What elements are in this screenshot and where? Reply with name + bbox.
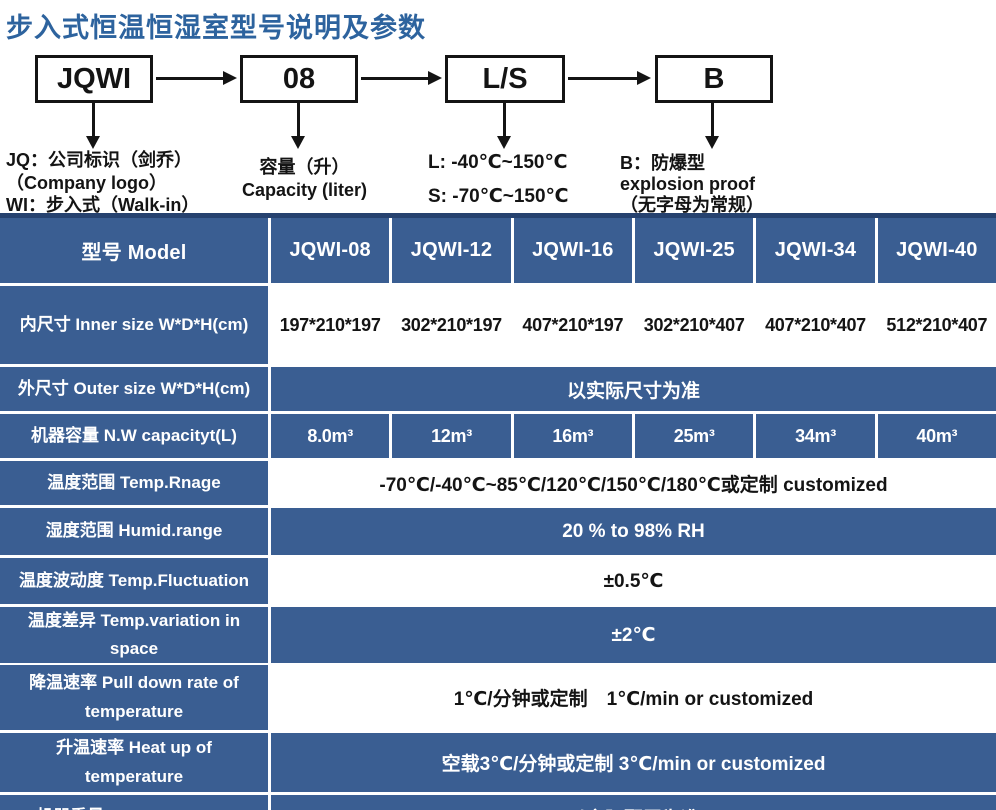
value-cell: 25m³	[635, 414, 754, 458]
note-line: （无字母为常规）	[620, 194, 764, 215]
page-title: 步入式恒温恒湿室型号说明及参数	[6, 13, 426, 43]
value-cell: 512*210*407	[877, 286, 996, 364]
row-label-cell: 温度差异 Temp.variation in space	[0, 607, 268, 664]
header-model-cell: JQWI-12	[392, 218, 511, 283]
flow-box-temp-code: L/S	[445, 55, 565, 103]
note-line: L: -40℃~150℃	[428, 152, 568, 173]
value-span-cell: 20 % to 98% RH	[271, 508, 996, 555]
header-model-cell: JQWI-34	[756, 218, 875, 283]
value-cell: 16m³	[513, 414, 632, 458]
arrow-down-icon	[705, 103, 719, 149]
value-cell: 8.0m³	[271, 414, 390, 458]
header-model-cell: JQWI-16	[513, 218, 632, 283]
value-cell: 302*210*407	[635, 286, 754, 364]
arrow-down-icon	[497, 103, 511, 149]
value-cell: 40m³	[877, 414, 996, 458]
value-span-cell: -70℃/-40℃~85℃/120℃/150℃/180℃或定制 customiz…	[271, 461, 996, 505]
note-line: explosion proof	[620, 173, 755, 194]
row-label-cell: 外尺寸 Outer size W*D*H(cm)	[0, 367, 268, 411]
row-label-cell: 湿度范围 Humid.range	[0, 508, 268, 555]
value-span-cell: 空载3℃/分钟或定制 3℃/min or customized	[271, 733, 996, 792]
value-cell: 197*210*197	[271, 286, 390, 364]
table-row: 温度差异 Temp.variation in space±2℃	[0, 607, 996, 664]
value-cell: 407*210*407	[756, 286, 875, 364]
flow-box-capacity-code: 08	[240, 55, 358, 103]
arrow-right-icon	[568, 71, 651, 85]
value-cell: 34m³	[756, 414, 875, 458]
value-cell: 407*210*197	[513, 286, 632, 364]
arrow-right-icon	[156, 71, 237, 85]
value-span-cell: 以实际配置为准	[271, 795, 996, 810]
value-span-cell: 以实际尺寸为准	[271, 367, 996, 411]
header-model-cell: JQWI-25	[635, 218, 754, 283]
arrow-right-icon	[361, 71, 442, 85]
note-company-code: JQ：公司标识（剑乔）（Company logo）WI：步入式（Walk-in）	[6, 149, 199, 217]
flow-box-explosion-code: B	[655, 55, 773, 103]
value-span-cell: ±2℃	[271, 607, 996, 664]
table-row: 外尺寸 Outer size W*D*H(cm)以实际尺寸为准	[0, 367, 996, 411]
row-label-cell: 温度波动度 Temp.Fluctuation	[0, 558, 268, 604]
value-span-cell: 1℃/分钟或定制 1℃/min or customized	[271, 665, 996, 730]
note-line: WI：步入式（Walk-in）	[6, 195, 200, 215]
flow-box-label: B	[703, 62, 725, 95]
note-line: JQ：公司标识（剑乔）	[6, 150, 193, 170]
flow-box-label: L/S	[482, 62, 528, 95]
flow-box-label: 08	[282, 62, 316, 95]
arrow-down-icon	[291, 103, 305, 149]
row-label-cell: 温度范围 Temp.Rnage	[0, 461, 268, 505]
header-model-cell: JQWI-08	[271, 218, 390, 283]
row-label-cell: 机器重量 N.W weight(kg)	[0, 795, 268, 810]
header-label-cell: 型号 Model	[0, 218, 268, 283]
table-row: 温度波动度 Temp.Fluctuation±0.5℃	[0, 558, 996, 604]
header-model-cell: JQWI-40	[877, 218, 996, 283]
note-line: B：防爆型	[620, 153, 705, 173]
value-cell: 302*210*197	[392, 286, 511, 364]
flow-box-label: JQWI	[56, 62, 132, 95]
note-line: （Company logo）	[6, 172, 167, 193]
value-span-cell: ±0.5℃	[271, 558, 996, 604]
row-label-cell: 降温速率 Pull down rate of temperature	[0, 665, 268, 730]
note-line: 容量（升）	[259, 157, 350, 177]
row-label-cell: 内尺寸 Inner size W*D*H(cm)	[0, 286, 268, 364]
row-label-cell: 机器容量 N.W capacityt(L)	[0, 414, 268, 458]
arrow-down-icon	[86, 103, 100, 149]
note-line: Capacity (liter)	[241, 179, 368, 200]
flow-box-company-code: JQWI	[35, 55, 153, 103]
note-line: S: -70℃~150℃	[428, 185, 569, 207]
note-capacity-code: 容量（升）Capacity (liter)	[222, 156, 387, 201]
table-row: 温度范围 Temp.Rnage-70℃/-40℃~85℃/120℃/150℃/1…	[0, 461, 996, 505]
table-row: 机器重量 N.W weight(kg)以实际配置为准	[0, 795, 996, 810]
note-temp-code: L: -40℃~150℃ S: -70℃~150℃	[428, 151, 569, 219]
row-label-cell: 升温速率 Heat up of temperature	[0, 733, 268, 792]
value-cell: 12m³	[392, 414, 511, 458]
